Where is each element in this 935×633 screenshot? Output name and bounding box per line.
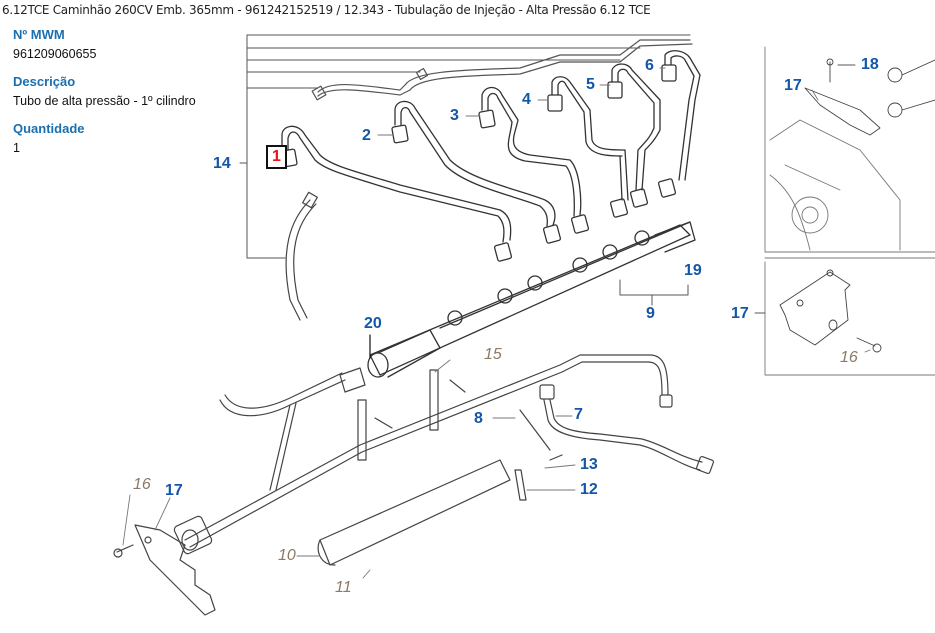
mwm-number-value: 961209060655	[13, 47, 97, 61]
bracket-17-left	[113, 524, 216, 616]
callout-13[interactable]: 13	[580, 456, 598, 473]
callout-14[interactable]: 14	[213, 155, 231, 172]
callout-17-left[interactable]: 17	[165, 482, 183, 499]
callout-6[interactable]: 6	[645, 57, 654, 74]
inset-bracket-view	[754, 261, 935, 376]
callout-8[interactable]: 8	[474, 410, 483, 427]
return-hose	[285, 191, 318, 321]
callout-3[interactable]: 3	[450, 107, 459, 124]
callout-18[interactable]: 18	[861, 56, 879, 73]
lower-pipe	[173, 354, 673, 555]
description-label: Descrição	[13, 74, 76, 89]
part-info-panel: Nº MWM 961209060655 Descrição Tubo de al…	[13, 27, 233, 168]
top-pipes	[311, 39, 693, 101]
pipe-set-bracket	[239, 34, 691, 259]
fuel-rail	[367, 221, 696, 378]
callout-9[interactable]: 9	[646, 305, 655, 322]
callout-16-right[interactable]: 16	[840, 349, 858, 366]
callout-2[interactable]: 2	[362, 127, 371, 144]
callout-17-bottom-right[interactable]: 17	[731, 305, 749, 322]
callout-17-top-right[interactable]: 17	[784, 77, 802, 94]
description-value: Tubo de alta pressão - 1º cilindro	[13, 94, 196, 108]
callout-12[interactable]: 12	[580, 481, 598, 498]
callout-7[interactable]: 7	[574, 406, 583, 423]
inset-engine-view	[764, 46, 935, 259]
callout-15[interactable]: 15	[484, 346, 502, 363]
quantity-value: 1	[13, 141, 20, 155]
callout-16-left[interactable]: 16	[133, 476, 151, 493]
page-title: 6.12TCE Caminhão 260CV Emb. 365mm - 9612…	[2, 3, 651, 17]
mwm-number-label: Nº MWM	[13, 27, 65, 42]
callout-1-selected[interactable]: 1	[266, 145, 287, 169]
callout-11[interactable]: 11	[335, 579, 352, 596]
callout-10[interactable]: 10	[278, 547, 296, 564]
callout-5[interactable]: 5	[586, 76, 595, 93]
small-parts	[514, 409, 563, 501]
pipe-7	[539, 384, 715, 475]
brackets	[317, 369, 511, 566]
callout-19[interactable]: 19	[684, 262, 702, 279]
quantity-label: Quantidade	[13, 121, 85, 136]
callout-20[interactable]: 20	[364, 315, 382, 332]
callout-4[interactable]: 4	[522, 91, 531, 108]
callout-leaders	[122, 67, 871, 579]
injection-pipes	[280, 50, 701, 262]
